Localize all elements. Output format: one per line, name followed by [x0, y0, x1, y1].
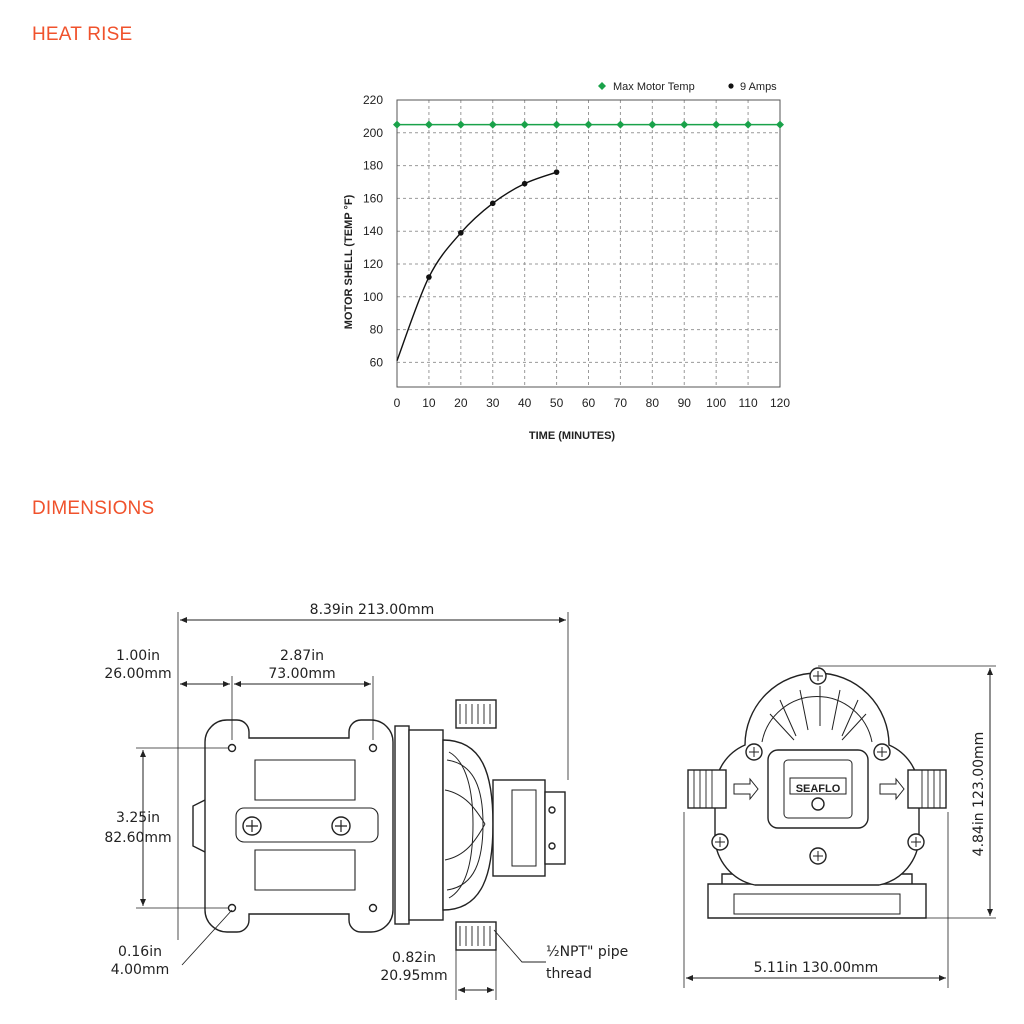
amps-point: [553, 169, 560, 175]
amps-point: [458, 230, 464, 236]
pump-side-view: [192, 699, 566, 951]
pipe-thread-label: ½NPT" pipe: [546, 944, 628, 960]
legend-amps-marker: [728, 83, 734, 89]
y-tick-labels: 60 80 100 120 140 160 180 200 220: [363, 93, 383, 369]
max-temp-point: [488, 120, 497, 129]
max-temp-point: [648, 120, 657, 129]
overall-length-label: 8.39in 213.00mm: [310, 602, 435, 618]
y-axis-label: MOTOR SHELL (TEMP °F): [343, 194, 355, 329]
max-temp-point: [616, 120, 625, 129]
x-tick-label: 70: [614, 396, 628, 410]
port-mm-label: 20.95mm: [380, 968, 447, 984]
y-tick-label: 120: [363, 257, 383, 271]
legend-amps: 9 Amps: [740, 81, 777, 93]
legend-max-temp: Max Motor Temp: [613, 81, 695, 93]
amps-point: [426, 274, 432, 280]
x-tick-label: 20: [454, 396, 468, 410]
chart-series: [393, 120, 784, 362]
y-tick-label: 160: [363, 191, 383, 205]
max-temp-point: [456, 120, 465, 129]
y-tick-label: 60: [370, 355, 384, 369]
port-in-label: 0.82in: [392, 950, 436, 966]
y-tick-label: 180: [363, 159, 383, 173]
x-tick-label: 80: [646, 396, 660, 410]
pipe-thread-label-2: thread: [546, 966, 592, 982]
height-mm-label: 82.60mm: [104, 830, 171, 846]
y-tick-label: 80: [370, 323, 384, 337]
chart-grid: [397, 100, 781, 387]
x-tick-label: 120: [770, 396, 790, 410]
y-tick-label: 100: [363, 290, 383, 304]
side-dimension-lines: [136, 612, 569, 1000]
x-tick-label: 60: [582, 396, 596, 410]
x-tick-label: 100: [706, 396, 726, 410]
plot-frame: [396, 99, 781, 388]
offset-in-label: 1.00in: [116, 648, 160, 664]
max-temp-point: [552, 120, 561, 129]
heat-rise-title: HEAT RISE: [32, 24, 133, 45]
x-axis-label: TIME (MINUTES): [529, 430, 615, 442]
x-tick-label: 50: [550, 396, 564, 410]
heat-rise-chart: 60 80 100 120 140 160 180 200 220 0 10 20 30 40 50 60 7…: [343, 81, 791, 442]
offset-mm-label: 26.00mm: [104, 666, 171, 682]
hole-dia-in-label: 0.16in: [118, 944, 162, 960]
x-tick-label: 110: [739, 396, 758, 410]
y-tick-label: 140: [363, 224, 383, 238]
x-tick-label: 40: [518, 396, 532, 410]
x-tick-label: 90: [678, 396, 692, 410]
chart-legend: Max Motor Temp 9 Amps: [598, 81, 777, 93]
chart-axes: [396, 99, 781, 388]
hole-dia-mm-label: 4.00mm: [111, 962, 169, 978]
hole-spacing-mm-label: 73.00mm: [268, 666, 335, 682]
hole-spacing-in-label: 2.87in: [280, 648, 324, 664]
max-temp-point: [744, 120, 753, 129]
x-tick-label: 30: [486, 396, 500, 410]
x-tick-label: 0: [394, 396, 401, 410]
brand-logo: SEAFLO: [796, 783, 841, 795]
amps-curve: [396, 171, 557, 362]
amps-point: [489, 200, 496, 207]
max-temp-point: [712, 120, 721, 129]
end-dimension-lines: [683, 665, 996, 988]
end-width-label: 5.11in 130.00mm: [754, 960, 879, 976]
x-tick-label: 10: [422, 396, 436, 410]
x-tick-labels: 0 10 20 30 40 50 60 70 80 90 100 110 120: [394, 396, 791, 410]
end-height-label: 4.84in 123.00mm: [971, 732, 987, 857]
dimensions-title: DIMENSIONS: [32, 498, 155, 519]
max-temp-point: [520, 120, 529, 129]
max-temp-point: [776, 120, 784, 129]
max-temp-point: [424, 120, 433, 129]
max-temp-point: [584, 120, 593, 129]
max-temp-point: [680, 120, 689, 129]
y-tick-label: 200: [363, 126, 383, 140]
legend-max-temp-marker: [598, 82, 606, 90]
max-temp-point: [393, 120, 401, 129]
pump-end-view: [687, 667, 947, 919]
height-in-label: 3.25in: [116, 810, 160, 826]
y-tick-label: 220: [363, 93, 383, 107]
amps-point: [521, 180, 528, 187]
